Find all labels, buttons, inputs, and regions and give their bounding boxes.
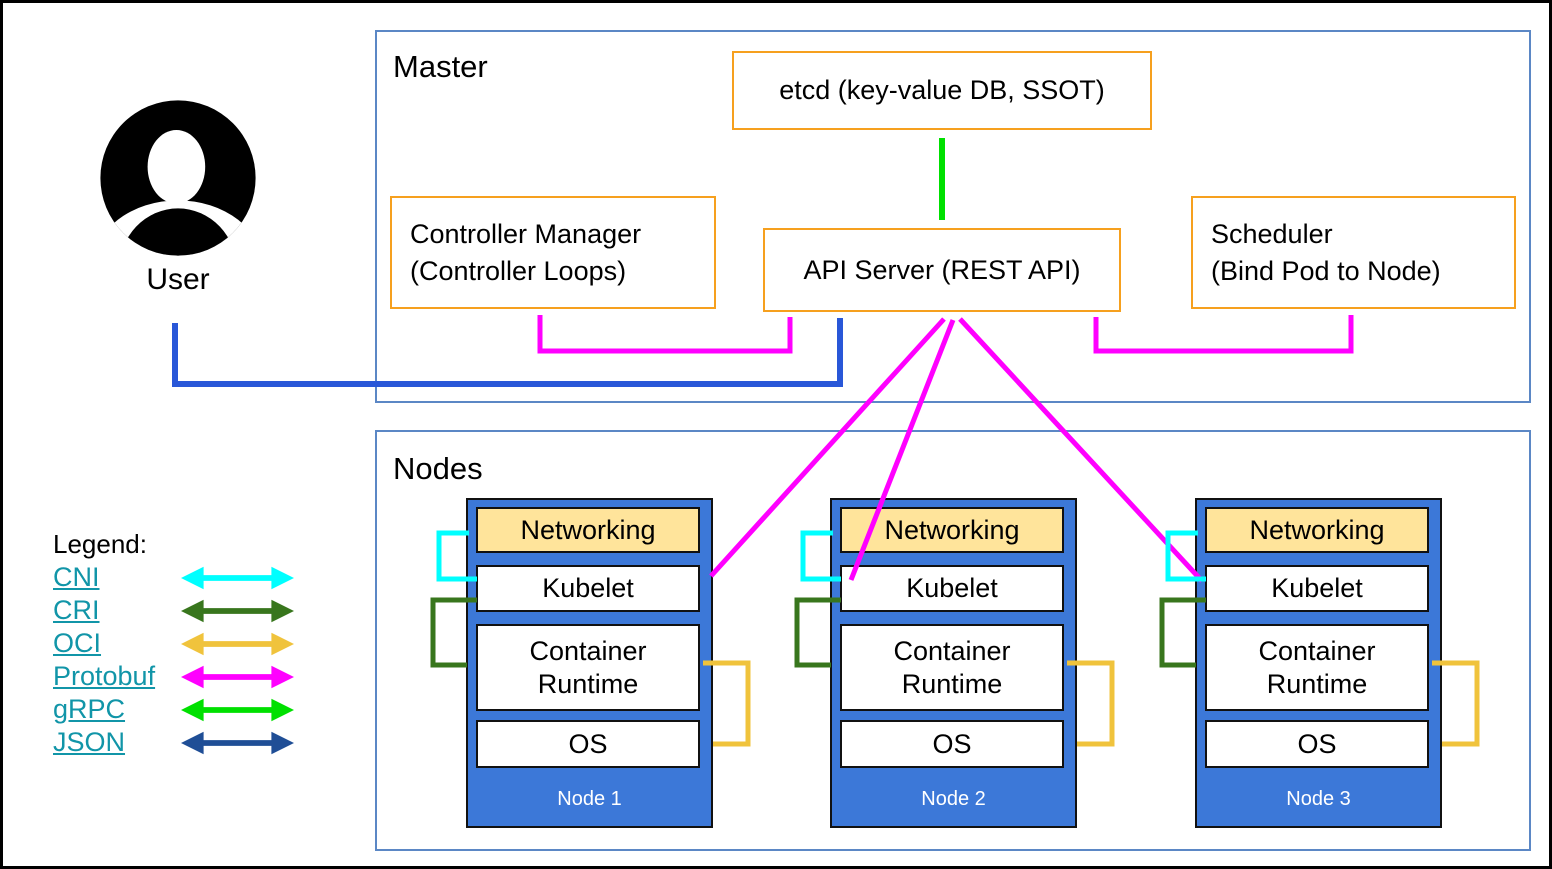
node-3: Networking Kubelet Container Runtime OS … (1195, 498, 1442, 828)
scheduler-label-line2: (Bind Pod to Node) (1211, 255, 1441, 286)
grpc-link[interactable]: gRPC (53, 694, 126, 724)
legend-title: Legend: (53, 529, 147, 559)
node-name: Node 3 (1286, 788, 1351, 810)
container-runtime-layer: Container Runtime (1205, 624, 1429, 711)
networking-layer: Networking (476, 507, 700, 553)
legend-item-cri: CRI (53, 594, 294, 627)
legend-item-grpc: gRPC (53, 693, 294, 726)
container-runtime-layer: Container Runtime (840, 624, 1064, 711)
json-link[interactable]: JSON (53, 727, 126, 757)
controller-manager-label-line2: (Controller Loops) (410, 255, 627, 286)
cni-arrow-icon (181, 565, 294, 591)
os-layer: OS (476, 720, 700, 768)
networking-layer: Networking (1205, 507, 1429, 553)
user-label: User (146, 263, 210, 296)
legend-item-json: JSON (53, 726, 294, 759)
json-arrow-icon (181, 730, 294, 756)
protobuf-arrow-icon (181, 664, 294, 690)
controller-manager-box: Controller Manager (Controller Loops) (390, 196, 716, 309)
node-2: Networking Kubelet Container Runtime OS … (830, 498, 1077, 828)
protobuf-link[interactable]: Protobuf (53, 661, 156, 691)
cri-arrow-icon (181, 598, 294, 624)
etcd-label: etcd (key-value DB, SSOT) (779, 75, 1105, 105)
kubelet-layer: Kubelet (840, 565, 1064, 612)
kubelet-layer: Kubelet (1205, 565, 1429, 612)
cni-link[interactable]: CNI (53, 562, 100, 592)
node-name: Node 2 (921, 788, 986, 810)
scheduler-label-line1: Scheduler (1211, 218, 1333, 249)
user-icon (100, 100, 256, 256)
os-layer: OS (1205, 720, 1429, 768)
node-1: Networking Kubelet Container Runtime OS … (466, 498, 713, 828)
etcd-box: etcd (key-value DB, SSOT) (732, 51, 1152, 130)
os-layer: OS (840, 720, 1064, 768)
api-server-label: API Server (REST API) (803, 254, 1081, 285)
nodes-title: Nodes (393, 451, 483, 486)
legend-item-cni: CNI (53, 561, 294, 594)
api-server-box: API Server (REST API) (763, 228, 1121, 312)
legend-item-oci: OCI (53, 627, 294, 660)
master-title: Master (393, 49, 488, 84)
oci-link[interactable]: OCI (53, 628, 102, 658)
controller-manager-label-line1: Controller Manager (410, 218, 642, 249)
oci-arrow-icon (181, 631, 294, 657)
node-name: Node 1 (557, 788, 622, 810)
networking-layer: Networking (840, 507, 1064, 553)
scheduler-box: Scheduler (Bind Pod to Node) (1191, 196, 1516, 309)
kubelet-layer: Kubelet (476, 565, 700, 612)
legend-item-protobuf: Protobuf (53, 660, 294, 693)
legend: Legend: CNI CRI OCI Protobuf gRP (53, 528, 294, 759)
container-runtime-layer: Container Runtime (476, 624, 700, 711)
cri-link[interactable]: CRI (53, 595, 100, 625)
grpc-arrow-icon (181, 697, 294, 723)
